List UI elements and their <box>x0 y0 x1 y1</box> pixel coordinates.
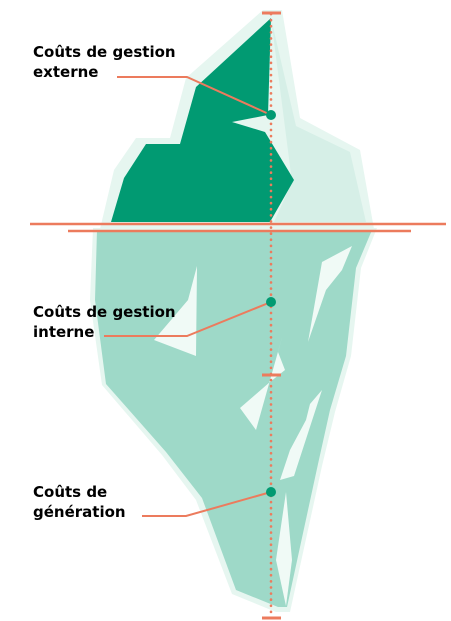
label-line: génération <box>33 503 126 521</box>
label-couts-gestion-interne: Coûts de gestion interne <box>33 302 176 342</box>
label-line: interne <box>33 323 94 341</box>
label-line: Coûts de gestion <box>33 303 176 321</box>
label-line: Coûts de <box>33 483 107 501</box>
label-line: externe <box>33 63 98 81</box>
marker-generation <box>266 487 276 497</box>
label-couts-gestion-externe: Coûts de gestion externe <box>33 42 176 82</box>
marker-externe <box>266 110 276 120</box>
label-line: Coûts de gestion <box>33 43 176 61</box>
label-couts-generation: Coûts de génération <box>33 482 126 522</box>
marker-interne <box>266 297 276 307</box>
